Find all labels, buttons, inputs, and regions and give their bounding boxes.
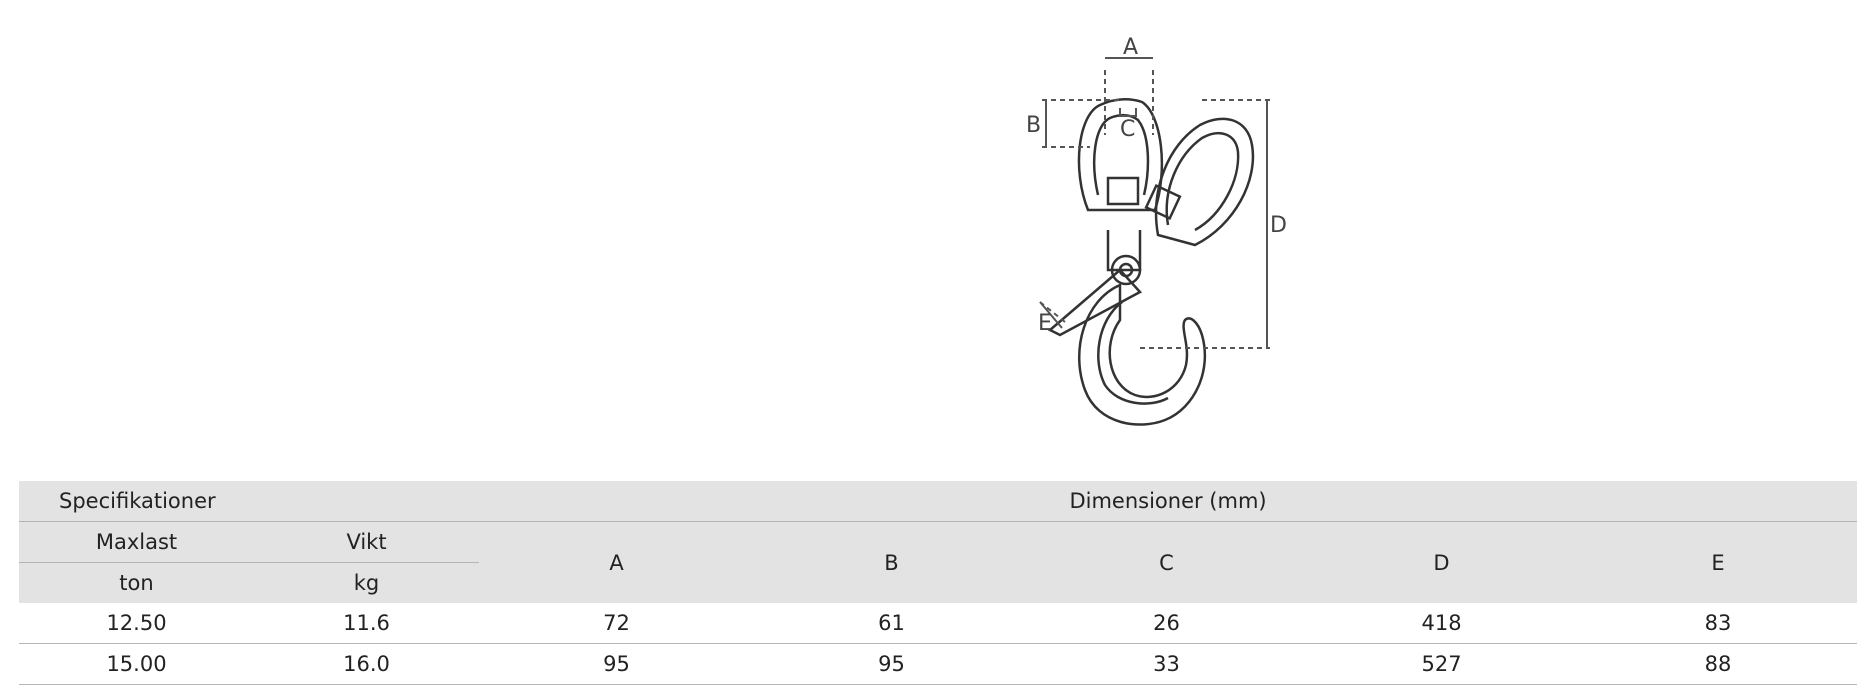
swivel-nut xyxy=(1106,176,1140,206)
dim-label-c: C xyxy=(1120,117,1135,142)
hook-pivot xyxy=(1110,254,1142,286)
dim-label-e: E xyxy=(1038,311,1052,336)
cell-maxlast: 15.00 xyxy=(19,643,254,685)
swivel-hook-diagram: A B C D E xyxy=(990,30,1350,430)
cell-a: 95 xyxy=(479,643,755,685)
cell-b: 95 xyxy=(754,643,1030,685)
dim-label-d: D xyxy=(1270,213,1287,238)
hook-body xyxy=(1077,283,1207,426)
cell-vikt: 11.6 xyxy=(254,603,480,644)
vikt-unit: kg xyxy=(353,571,380,595)
header-column-row: Maxlast Vikt A B C D E xyxy=(19,521,1858,575)
table-row: 15.00 16.0 95 95 33 527 88 xyxy=(19,643,1858,685)
maxlast-header: Maxlast xyxy=(19,521,254,563)
swivel-hook-drawing: A B C D E xyxy=(1026,35,1287,426)
swivel-shackle xyxy=(1154,117,1255,247)
dim-d-header: D xyxy=(1433,550,1450,575)
cell-b: 61 xyxy=(754,603,1030,644)
cell-a: 72 xyxy=(479,603,755,644)
table-row: 12.50 11.6 72 61 26 418 83 xyxy=(19,603,1858,644)
dim-a-header: A xyxy=(609,550,624,575)
dim-e-header: E xyxy=(1711,550,1725,575)
cell-e: 88 xyxy=(1579,643,1858,685)
dimensions-group-header: Dimensioner (mm) xyxy=(479,481,1858,522)
cell-e: 83 xyxy=(1579,603,1858,644)
cell-vikt: 16.0 xyxy=(254,643,480,685)
hook-latch xyxy=(1047,268,1143,337)
cell-d: 527 xyxy=(1304,643,1580,685)
specification-table: Specifikationer Dimensioner (mm) Maxlast… xyxy=(19,481,1858,685)
specifications-group-header: Specifikationer xyxy=(19,481,480,522)
vikt-header: Vikt xyxy=(254,521,480,563)
cell-d: 418 xyxy=(1304,603,1580,644)
cell-maxlast: 12.50 xyxy=(19,603,254,644)
cell-c: 33 xyxy=(1029,643,1305,685)
dim-label-a: A xyxy=(1123,35,1138,60)
swivel-eye xyxy=(1077,98,1164,212)
dim-b-header: B xyxy=(884,550,899,575)
dim-label-b: B xyxy=(1026,113,1041,138)
header-group-row: Specifikationer Dimensioner (mm) xyxy=(19,481,1858,522)
maxlast-unit: ton xyxy=(119,571,154,595)
dim-c-header: C xyxy=(1159,550,1174,575)
cell-c: 26 xyxy=(1029,603,1305,644)
